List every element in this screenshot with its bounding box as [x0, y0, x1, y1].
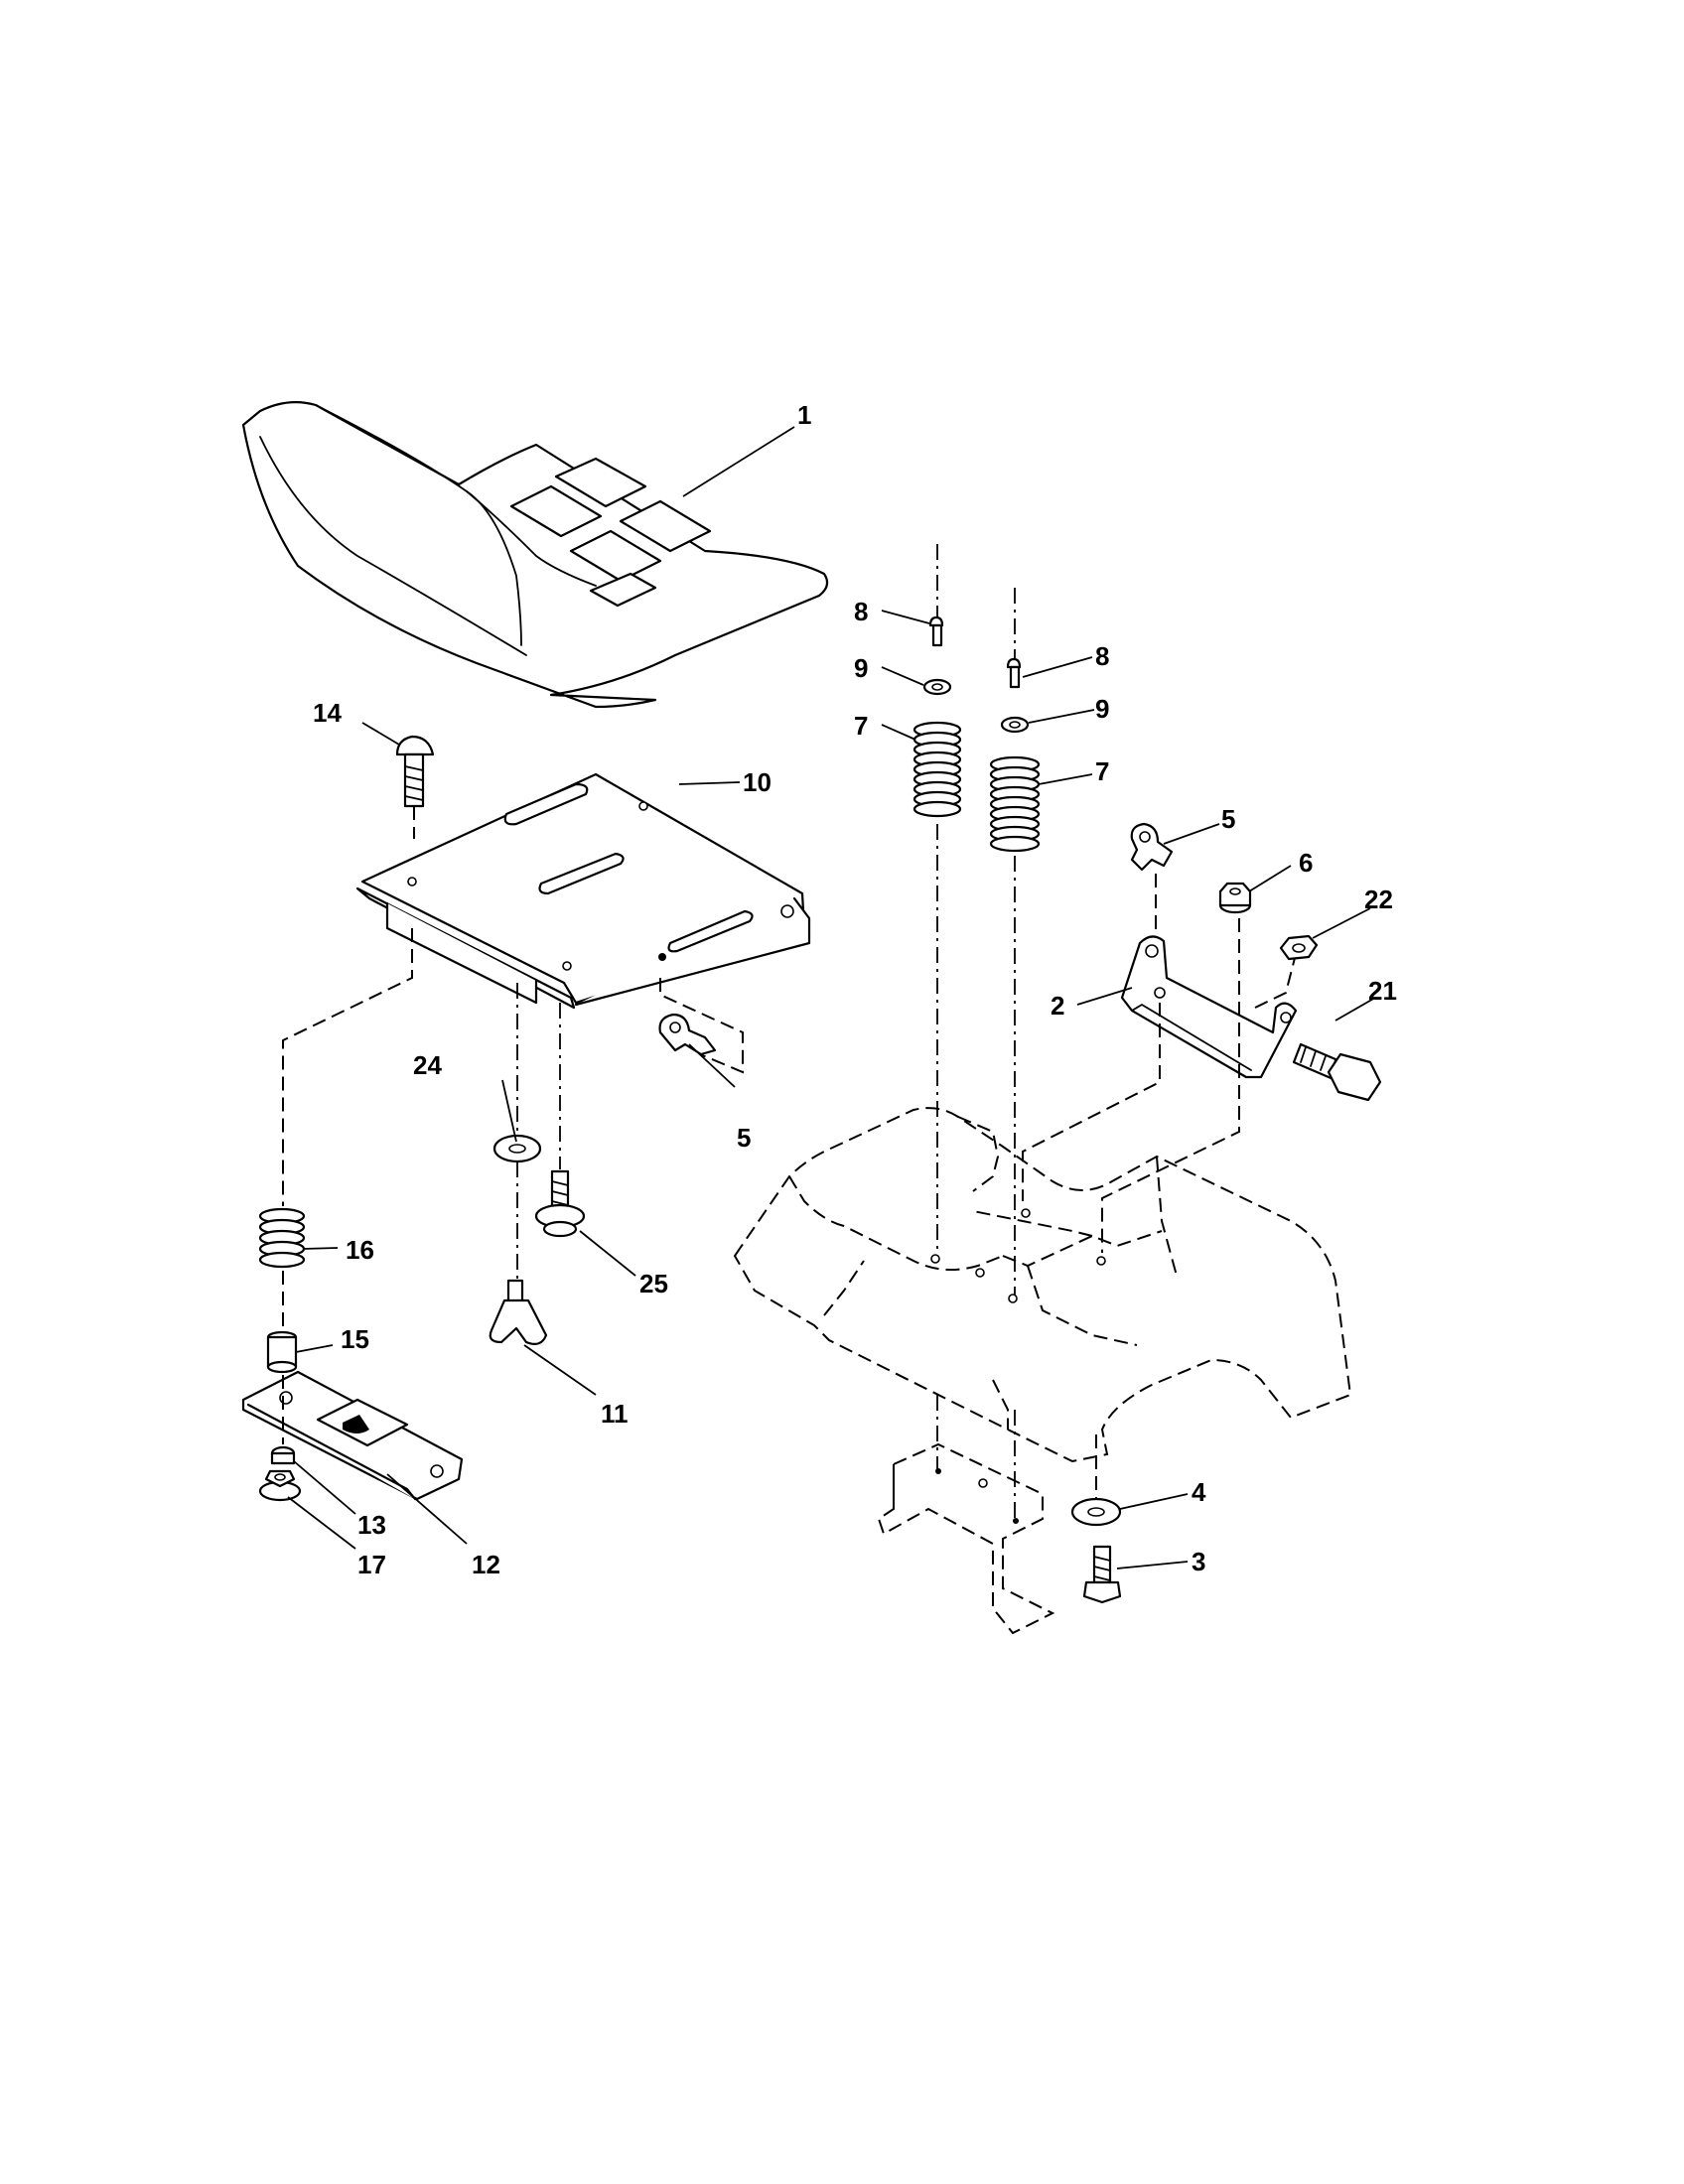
leader-lines [287, 426, 1376, 1570]
nut-6-part [1218, 882, 1252, 914]
callout-24: 24 [413, 1050, 442, 1080]
callout-5-right: 5 [1221, 804, 1235, 834]
callout-7-right: 7 [1095, 756, 1109, 786]
tractor-frame-reference [733, 1107, 1352, 1635]
callout-5-left: 5 [737, 1123, 751, 1153]
callout-17: 17 [357, 1550, 386, 1579]
wing-knob-part [489, 1279, 548, 1345]
nut-22-part [1279, 934, 1319, 961]
washer-4-part [1070, 1497, 1122, 1527]
mounting-bracket-part [1120, 935, 1298, 1079]
callout-4: 4 [1192, 1477, 1206, 1507]
screw-8-left-part [928, 615, 944, 647]
callout-7-left: 7 [854, 711, 868, 741]
washer-24-part [492, 1134, 542, 1163]
flange-nut-17-part [258, 1469, 302, 1502]
callout-12: 12 [472, 1550, 500, 1579]
spring-16-part [258, 1207, 306, 1269]
spacer-part [266, 1330, 298, 1374]
carriage-bolt-part [395, 735, 435, 808]
assembly-centerlines [282, 544, 1296, 1519]
callout-1: 1 [797, 400, 811, 430]
callout-16: 16 [346, 1235, 374, 1265]
callout-8-right: 8 [1095, 641, 1109, 671]
washer-9-right-part [1000, 716, 1030, 734]
seat-part [241, 400, 829, 709]
spring-7-right-part [989, 755, 1041, 853]
callout-8-left: 8 [854, 597, 868, 626]
spring-7-left-part [912, 721, 962, 818]
seat-pan-part [355, 772, 811, 1010]
nut-13-part [270, 1445, 296, 1465]
bolt-3-part [1082, 1545, 1122, 1604]
seat-clip-left-part [658, 1013, 717, 1056]
callout-2: 2 [1051, 991, 1064, 1021]
callout-22: 22 [1364, 885, 1393, 914]
callout-25: 25 [639, 1269, 668, 1298]
seat-clip-right-part [1130, 822, 1174, 872]
shoulder-bolt-part [534, 1169, 586, 1238]
adjustment-plate-part [241, 1370, 464, 1501]
callout-3: 3 [1192, 1547, 1205, 1576]
callout-11: 11 [601, 1399, 629, 1429]
callout-6: 6 [1299, 848, 1313, 878]
callout-14: 14 [313, 698, 342, 728]
callout-15: 15 [341, 1324, 369, 1354]
washer-9-left-part [922, 678, 952, 696]
callout-10: 10 [743, 767, 772, 797]
callout-9-left: 9 [854, 653, 868, 683]
hex-bolt-21-part [1292, 1042, 1382, 1102]
callout-13: 13 [357, 1510, 386, 1540]
callout-21: 21 [1368, 976, 1397, 1006]
screw-8-right-part [1006, 657, 1022, 689]
callout-9-right: 9 [1095, 694, 1109, 724]
callout-labels: 1 2 3 4 5 5 6 7 7 8 8 9 9 10 11 12 13 14… [313, 400, 1397, 1579]
